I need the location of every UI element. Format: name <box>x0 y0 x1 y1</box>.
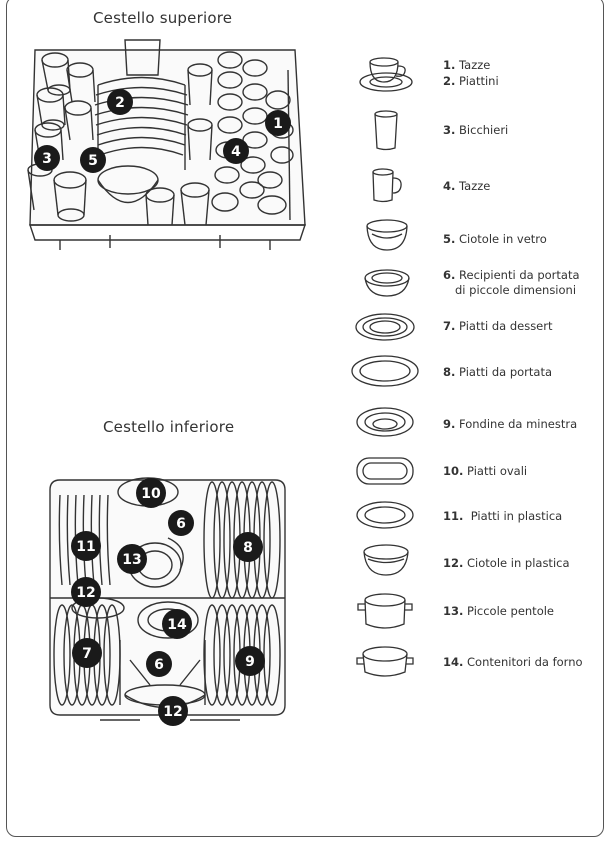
legend-item-glasses: 3. Bicchieri <box>352 108 602 152</box>
oval-plate-icon <box>356 457 414 485</box>
legend-number: 10. <box>443 464 464 478</box>
legend-number: 12. <box>443 556 464 570</box>
legend-number: 8. <box>443 365 456 379</box>
svg-text:6: 6 <box>154 657 164 673</box>
dinner-plate-icon <box>351 355 419 387</box>
legend-label: Piatti da portata <box>459 365 553 379</box>
svg-text:2: 2 <box>115 95 125 111</box>
svg-text:4: 4 <box>231 144 241 160</box>
lower-badge: 6 <box>168 510 194 536</box>
svg-text:7: 7 <box>82 646 92 662</box>
lower-badge: 13 <box>117 544 147 574</box>
legend-label: Ciotole in vetro <box>459 232 547 246</box>
lower-basket-title: Cestello inferiore <box>103 418 235 436</box>
legend-label: Tazze <box>459 179 491 193</box>
legend-label: Piatti da dessert <box>459 319 553 333</box>
mug-icon <box>372 168 402 203</box>
legend-label: Tazze <box>459 58 491 72</box>
legend-label: Contenitori da forno <box>467 655 583 669</box>
legend-number: 9. <box>443 417 456 431</box>
legend-item-dinner-plates: 8. Piatti da portata <box>351 353 602 393</box>
small-bowl-icon <box>364 269 410 297</box>
dessert-plate-icon <box>355 313 415 341</box>
svg-text:14: 14 <box>167 617 187 633</box>
legend-label: Piatti in plastica <box>470 509 563 523</box>
lower-badge: 8 <box>233 532 263 562</box>
legend-label: Bicchieri <box>459 123 509 137</box>
lower-basket-illustration: 10 6 11 13 8 12 14 7 6 9 12 <box>49 477 286 726</box>
svg-text:12: 12 <box>163 704 182 720</box>
upper-badge: 4 <box>223 138 249 164</box>
legend-number: 2. <box>443 74 456 88</box>
svg-text:13: 13 <box>122 552 141 568</box>
svg-text:11: 11 <box>76 539 95 555</box>
upper-badge: 5 <box>80 147 106 173</box>
legend-number: 13. <box>443 604 464 618</box>
svg-text:8: 8 <box>243 540 253 556</box>
legend-item-glass-bowls: 5. Ciotole in vetro <box>352 216 602 258</box>
upper-badge: 1 <box>265 110 291 136</box>
page-frame <box>6 0 604 837</box>
legend-item-cups-saucers: 1. Tazze 2. Piattini <box>352 50 602 100</box>
upper-badge: 2 <box>107 89 133 115</box>
upper-basket-illustration: 2 1 3 5 4 <box>27 39 306 250</box>
lower-badge: 7 <box>72 638 102 668</box>
svg-text:5: 5 <box>88 153 98 169</box>
legend-item-plastic-plates: 11. Piatti in plastica <box>352 498 602 536</box>
legend-item-small-serving-bowls: 6. Recipienti da portata di piccole dime… <box>352 264 602 308</box>
svg-text:10: 10 <box>141 486 161 502</box>
legend-item-soup-plates: 9. Fondine da minestra <box>352 404 602 444</box>
legend-item-mugs: 4. Tazze <box>352 164 602 206</box>
legend-label: Recipienti da portata <box>459 268 580 282</box>
lower-badge: 9 <box>235 646 265 676</box>
lower-badge: 10 <box>136 478 166 508</box>
legend-label-continued: di piccole dimensioni <box>455 283 577 297</box>
glass-bowl-icon <box>366 219 408 251</box>
legend-item-small-pots: 13. Piccole pentole <box>352 590 602 634</box>
lower-badge: 11 <box>71 531 101 561</box>
legend-item-dessert-plates: 7. Piatti da dessert <box>352 311 602 347</box>
legend-item-oven-dishes: 14. Contenitori da forno <box>352 642 602 686</box>
plastic-bowl-icon <box>363 544 409 576</box>
legend-number: 1. <box>443 58 456 72</box>
legend-label: Ciotole in plastica <box>467 556 570 570</box>
lower-badge: 12 <box>71 577 101 607</box>
legend-number: 7. <box>443 319 456 333</box>
legend-label: Piattini <box>459 74 499 88</box>
legend-number: 6. <box>443 268 456 282</box>
legend-number: 3. <box>443 123 456 137</box>
plastic-plate-icon <box>356 501 414 529</box>
upper-badge: 3 <box>34 145 60 171</box>
soup-plate-icon <box>356 407 414 437</box>
legend-number: 14. <box>443 655 464 669</box>
svg-text:1: 1 <box>273 116 283 132</box>
legend-number: 5. <box>443 232 456 246</box>
svg-text:9: 9 <box>245 654 255 670</box>
small-pot-icon <box>357 593 413 629</box>
legend-label: Piccole pentole <box>467 604 554 618</box>
cup-saucer-icon <box>359 57 413 92</box>
legend-label: Fondine da minestra <box>459 417 578 431</box>
legend-item-plastic-bowls: 12. Ciotole in plastica <box>352 542 602 582</box>
oven-dish-icon <box>356 646 414 677</box>
upper-basket-title: Cestello superiore <box>93 9 233 27</box>
legend-label: Piatti ovali <box>467 464 528 478</box>
svg-text:6: 6 <box>176 516 186 532</box>
svg-text:12: 12 <box>76 585 95 601</box>
legend-item-oval-plates: 10. Piatti ovali <box>352 454 602 490</box>
lower-badge: 12 <box>158 696 188 726</box>
legend-number: 11. <box>443 509 464 523</box>
lower-badge: 6 <box>146 651 172 677</box>
svg-text:3: 3 <box>42 151 52 167</box>
glass-icon <box>374 110 398 151</box>
legend-number: 4. <box>443 179 456 193</box>
lower-badge: 14 <box>162 609 192 639</box>
